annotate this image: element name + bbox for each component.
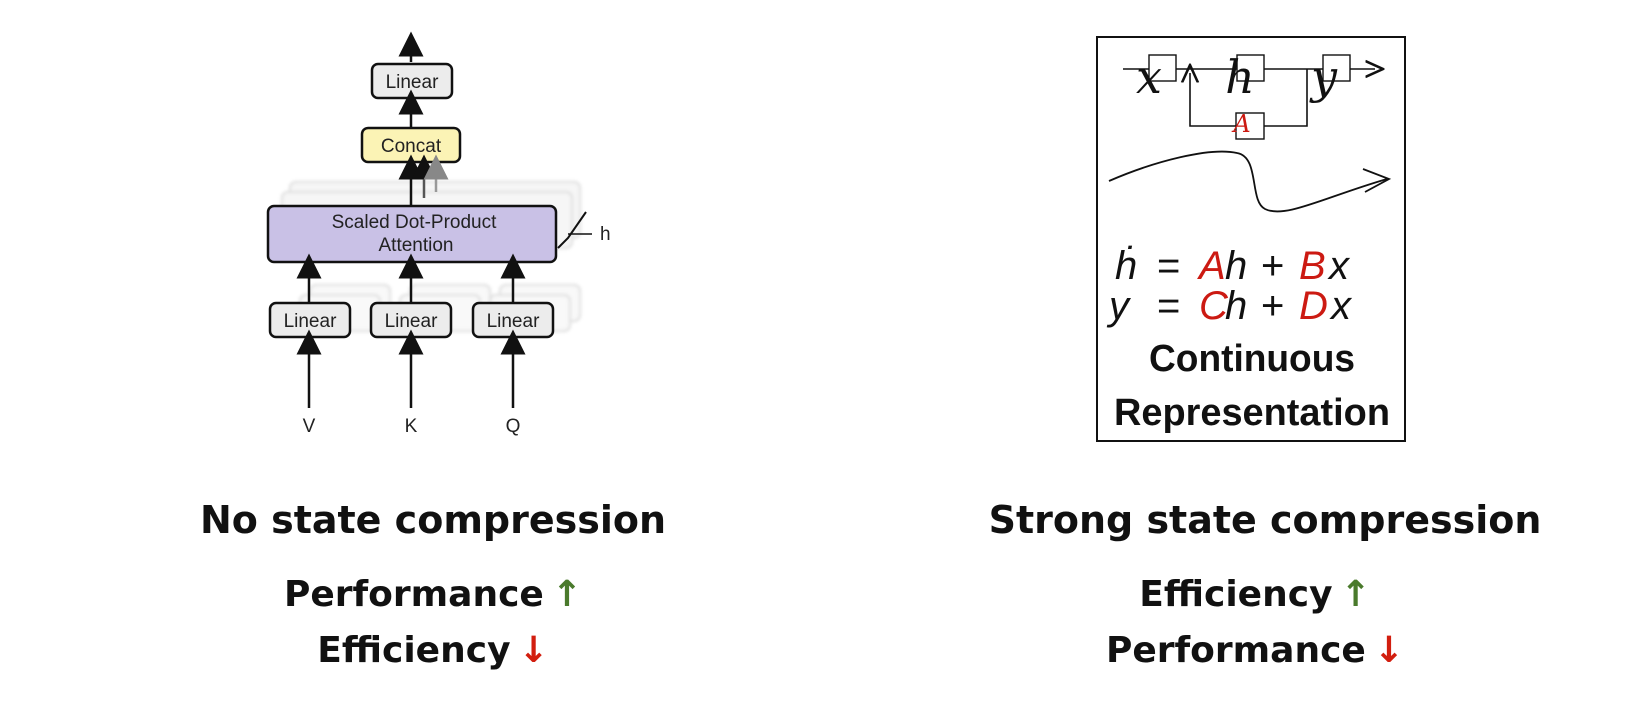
eq2-h: h [1225,284,1247,328]
attention-label-2: Attention [379,235,454,256]
left-line1-text: Performance [283,574,544,615]
eq2-equals: = [1157,284,1180,328]
h-symbol: h [1225,50,1255,104]
state-box [1236,54,1265,82]
input-box [1148,54,1177,82]
left-caption-title: No state compression [199,498,667,542]
eq2-plus: + [1261,284,1284,328]
right-line2-text: Performance [1105,630,1366,671]
eq1-equals: = [1157,244,1180,288]
a-symbol: A [1231,110,1250,138]
output-box [1322,54,1351,82]
linear-label-q: Linear [487,311,540,332]
eq1-h: h [1225,244,1247,288]
eq2-lhs: y [1106,284,1132,328]
continuous-signal-arrowhead [1362,168,1392,193]
linear-label-k: Linear [385,311,438,332]
input-label-v: V [303,416,316,437]
input-label-q: Q [506,416,521,437]
continuous-signal-curve [1108,150,1388,213]
right-caption-line-2: Performance↓ [1005,630,1505,671]
arrow-down-icon: ↓ [518,630,549,671]
equation-2: y = C h + D x [1106,284,1353,328]
eq1-plus: + [1261,244,1284,288]
eq2-x: x [1329,284,1353,328]
arrow-up-icon: ↑ [1340,574,1371,615]
eq1-x: x [1327,244,1351,288]
eq2-c-matrix: C [1199,284,1229,328]
left-caption-line-1: Performance↑ [183,574,683,615]
head-count-label: h [600,224,611,245]
top-linear-label: Linear [386,72,439,93]
representation-label: Representation [1114,392,1390,434]
eq1-a-matrix: A [1197,244,1226,288]
linear-label-v: Linear [284,311,337,332]
left-caption-line-2: Efficiency↓ [183,630,683,671]
a-box [1235,112,1265,140]
eq1-lhs: ḣ [1115,244,1137,288]
input-label-k: K [405,416,418,437]
left-line2-text: Efficiency [317,630,511,671]
ssm-frame [1096,36,1406,442]
right-caption-line-1: Efficiency↑ [1005,574,1505,615]
equation-1: ḣ = A h + B x [1115,244,1351,288]
head-bracket [557,211,587,249]
arrow-up-icon: ↑ [551,574,583,615]
continuous-label: Continuous [1149,338,1355,380]
x-symbol: x [1136,50,1162,104]
right-caption-title: Strong state compression [988,498,1542,542]
concat-label: Concat [381,136,442,157]
arrow-down-icon: ↓ [1373,630,1405,671]
multi-head-attention-diagram: Linear Concat Scaled Dot-Product Attenti… [266,31,611,437]
y-symbol: y [1309,50,1338,104]
attention-label-1: Scaled Dot-Product [332,212,497,233]
right-line1-text: Efficiency [1139,574,1333,615]
eq2-d-matrix: D [1299,284,1328,328]
eq1-b-matrix: B [1299,244,1326,288]
state-space-model-diagram: x h y A ḣ = A h + B x y = C h + D x Cont… [1096,36,1406,442]
